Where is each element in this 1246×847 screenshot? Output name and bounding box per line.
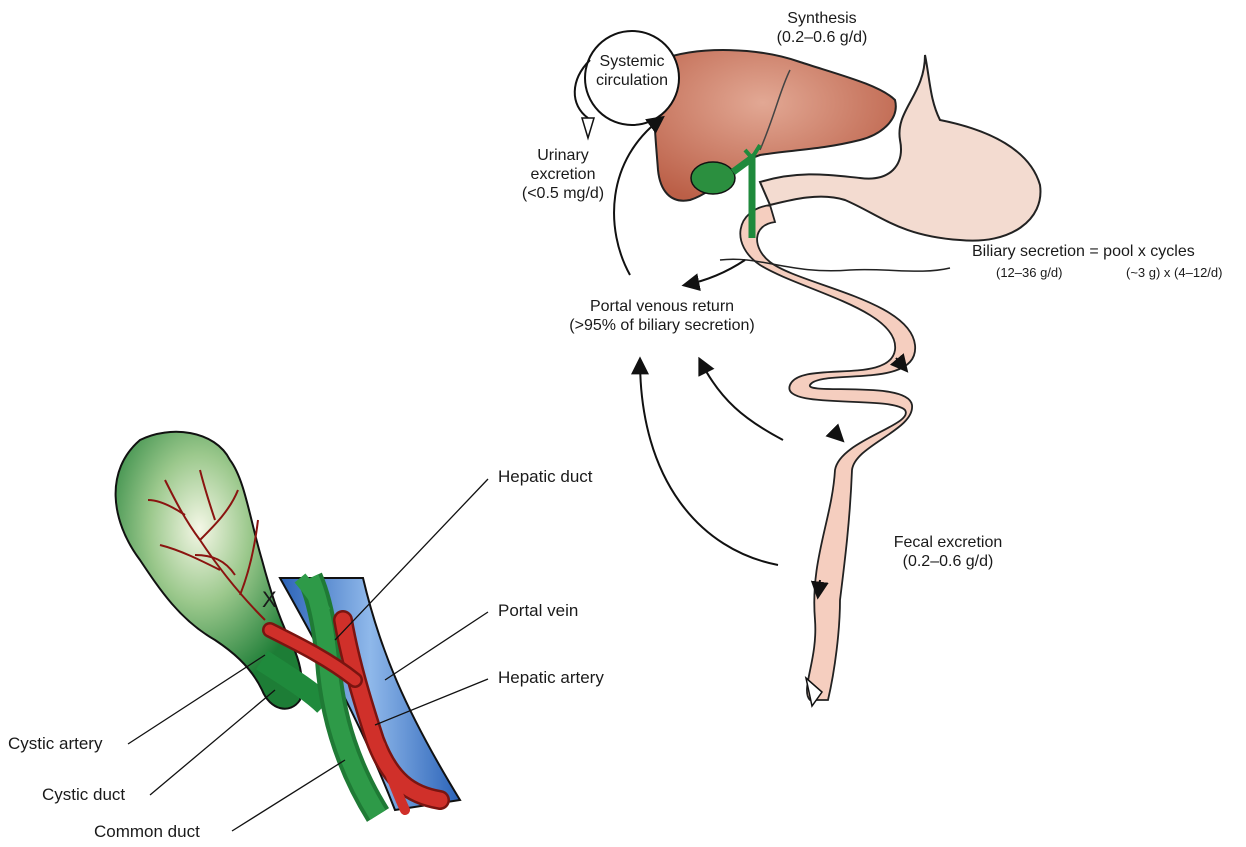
systemic-label-line2: circulation <box>596 71 668 90</box>
urinary-label-line2: excretion <box>522 165 604 184</box>
synthesis-label-line2: (0.2–0.6 g/d) <box>777 28 868 47</box>
ligation-x-mark: X <box>262 590 277 609</box>
portal-return-line1: Portal venous return <box>569 297 754 316</box>
cystic-duct-label: Cystic duct <box>42 785 125 804</box>
portal-vein-label: Portal vein <box>498 601 578 620</box>
biliary-daily-range: (12–36 g/d) <box>996 263 1063 282</box>
cystic-artery-label: Cystic artery <box>8 734 102 753</box>
small-intestine <box>720 205 950 700</box>
hepatic-duct-label: Hepatic duct <box>498 467 593 486</box>
portal-return-line2: (>95% of biliary secretion) <box>569 316 754 335</box>
urinary-label-line3: (<0.5 mg/d) <box>522 184 604 203</box>
fecal-label-line2: (0.2–0.6 g/d) <box>894 552 1003 571</box>
systemic-circulation-label: Systemic circulation <box>596 52 668 90</box>
systemic-label-line1: Systemic <box>596 52 668 71</box>
urinary-excretion-label: Urinary excretion (<0.5 mg/d) <box>522 146 604 203</box>
gallbladder <box>116 432 325 709</box>
synthesis-label: Synthesis (0.2–0.6 g/d) <box>777 9 868 47</box>
synthesis-label-line1: Synthesis <box>777 9 868 28</box>
biliary-secretion-label: Biliary secretion = pool x cycles <box>972 242 1195 261</box>
urinary-label-line1: Urinary <box>522 146 604 165</box>
fecal-excretion-label: Fecal excretion (0.2–0.6 g/d) <box>894 533 1003 571</box>
portal-venous-return-label: Portal venous return (>95% of biliary se… <box>569 297 754 335</box>
biliary-pool-cycles: (~3 g) x (4–12/d) <box>1126 263 1222 282</box>
fecal-label-line1: Fecal excretion <box>894 533 1003 552</box>
hepatic-artery-label: Hepatic artery <box>498 668 604 687</box>
common-duct-label: Common duct <box>94 822 200 841</box>
